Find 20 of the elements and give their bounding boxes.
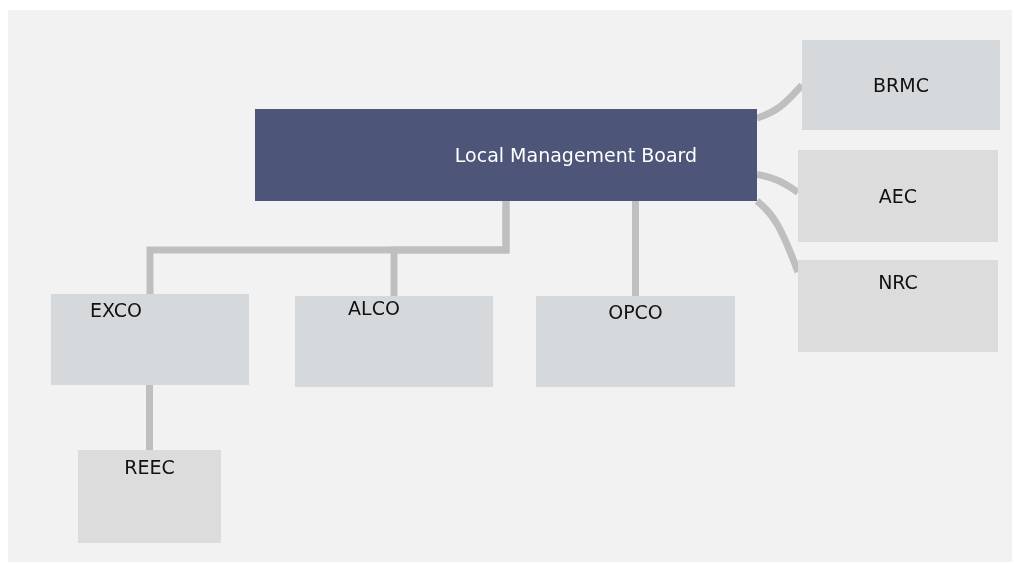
connector-line [390,201,510,296]
box-label: OPCO [608,300,663,323]
connector-line [146,385,153,450]
org-box [802,40,1000,130]
org-box [536,296,735,387]
box-label: NRC [878,271,918,293]
org-box [798,150,998,242]
box-label: EXCO [90,298,142,321]
box-label: Local Management Board [454,144,698,166]
org-box [798,260,998,352]
box-label: BRMC [873,74,929,96]
box-label: REEC [124,455,175,478]
org-box [78,450,221,543]
box-label: AEC [878,185,918,207]
org-box [51,294,249,385]
box-label: ALCO [348,296,400,319]
connector-line [756,170,800,196]
org-box [295,296,493,387]
connector-line [632,201,639,296]
org-box [255,109,757,201]
